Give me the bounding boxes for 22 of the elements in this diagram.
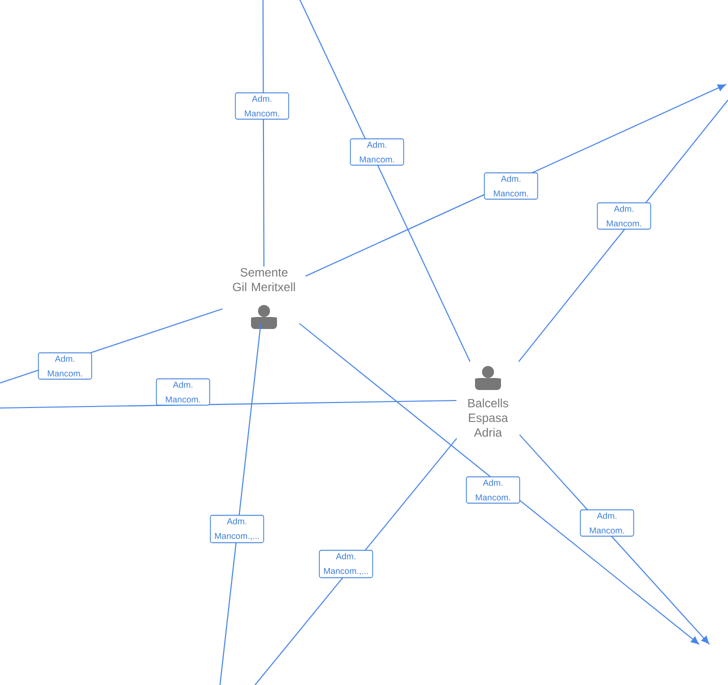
edge-label: Adm. Mancom.,... <box>210 514 264 544</box>
edge-label: Adm. Mancom. <box>350 138 404 166</box>
connector <box>300 0 471 362</box>
node-label: Semente Gil Meritxell <box>232 268 295 292</box>
connector <box>518 100 728 362</box>
connector <box>262 0 264 266</box>
connector <box>0 400 456 409</box>
connector <box>219 323 262 685</box>
edge-label: Adm. Mancom. <box>466 476 520 504</box>
edge-label: Adm. Mancom. <box>38 352 92 380</box>
connector <box>299 323 700 644</box>
edge-label: Adm. Mancom. <box>580 509 634 537</box>
edge-label: Adm. Mancom. <box>156 378 210 406</box>
connector <box>519 434 710 644</box>
person-node: Semente Gil Meritxell <box>232 268 295 329</box>
edge-label: Adm. Mancom. <box>234 92 290 120</box>
edge-label: Adm. Mancom.,... <box>318 550 374 578</box>
person-node: Balcells Espasa Adria <box>468 366 508 437</box>
node-label: Balcells Espasa Adria <box>468 398 508 437</box>
edge-label: Adm. Mancom. <box>596 202 652 230</box>
connector <box>254 438 458 685</box>
edge-label: Adm. Mancom. <box>484 172 538 200</box>
